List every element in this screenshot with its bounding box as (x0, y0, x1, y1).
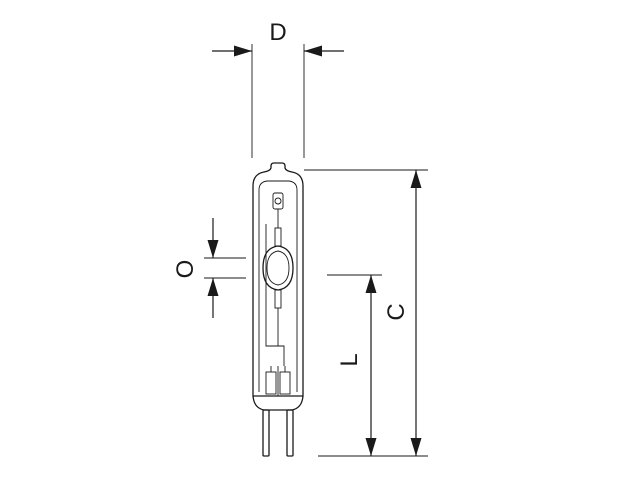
pin-left (262, 409, 270, 457)
upper-electrode-foil (274, 227, 282, 247)
d-arrow-left (234, 45, 252, 57)
c-label: C (383, 303, 410, 320)
l-arrow-top (365, 275, 377, 293)
dimension-d: D (212, 19, 344, 158)
l-label: L (336, 353, 363, 366)
dimension-o: O (172, 218, 246, 318)
d-arrow-right (304, 45, 322, 57)
arc-tube (262, 245, 294, 291)
support-wire (265, 224, 285, 366)
dimension-l: L (327, 274, 382, 456)
l-arrow-bottom (365, 438, 377, 456)
inner-tube (258, 180, 298, 392)
o-arrow-top (207, 240, 219, 258)
outer-envelope (252, 162, 304, 397)
base-bottom (252, 395, 304, 411)
arc-tube-inner (266, 250, 290, 286)
c-arrow-top (410, 170, 422, 188)
lamp-pins (262, 409, 294, 457)
lamp-outline (252, 162, 304, 411)
lower-electrode-foil (274, 289, 282, 309)
top-seal (272, 192, 284, 210)
pinch-right (279, 371, 291, 395)
c-arrow-bottom (410, 438, 422, 456)
dimension-c: C (304, 169, 428, 457)
pin-right (286, 409, 294, 457)
top-seal-pinch (274, 197, 282, 205)
d-label: D (269, 19, 286, 46)
o-label: O (172, 260, 199, 279)
pinch-left (265, 371, 277, 395)
o-arrow-bottom (207, 278, 219, 296)
